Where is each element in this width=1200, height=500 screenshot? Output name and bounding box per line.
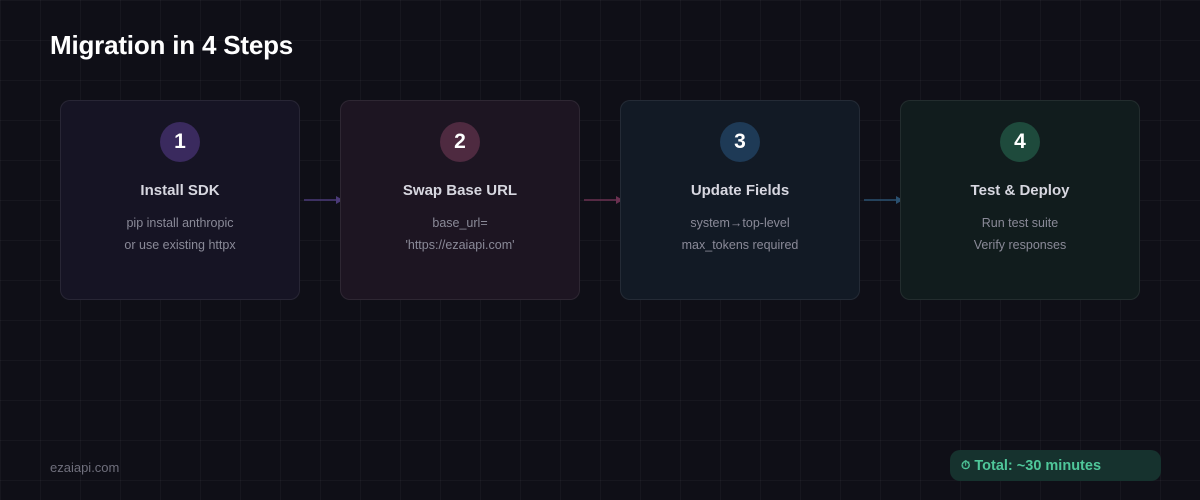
arrow-connector xyxy=(304,196,343,204)
step-number-badge: 4 xyxy=(1000,122,1040,162)
step-card-1: 1 Install SDK pip install anthropic or u… xyxy=(60,100,300,300)
step-detail: system→top-level xyxy=(690,216,790,230)
step-detail: 'https://ezaiapi.com' xyxy=(405,238,515,252)
total-time-badge: ⏱ Total: ~30 minutes xyxy=(950,450,1161,481)
step-card-4: 4 Test & Deploy Run test suite Verify re… xyxy=(900,100,1140,300)
total-time-label: Total: ~30 minutes xyxy=(974,457,1102,474)
step-detail: base_url= xyxy=(432,216,488,230)
step-title: Swap Base URL xyxy=(402,182,518,199)
site-label: ezaiapi.com xyxy=(50,460,120,475)
step-title: Test & Deploy xyxy=(970,182,1070,199)
step-number-badge: 1 xyxy=(160,122,200,162)
step-detail: pip install anthropic xyxy=(126,216,234,230)
step-card-2: 2 Swap Base URL base_url= 'https://ezaia… xyxy=(340,100,580,300)
step-card-3: 3 Update Fields system→top-level max_tok… xyxy=(620,100,860,300)
step-detail: Verify responses xyxy=(973,238,1067,252)
step-detail: Run test suite xyxy=(981,216,1059,230)
clock-icon: ⏱ xyxy=(961,458,971,472)
step-detail: max_tokens required xyxy=(681,238,799,252)
page-title: Migration in 4 Steps xyxy=(50,30,294,60)
step-title: Update Fields xyxy=(690,182,790,199)
step-number-badge: 2 xyxy=(440,122,480,162)
arrow-connector xyxy=(864,196,903,204)
step-title: Install SDK xyxy=(140,182,220,199)
arrow-connector xyxy=(584,196,623,204)
step-number-badge: 3 xyxy=(720,122,760,162)
step-detail: or use existing httpx xyxy=(124,238,236,252)
